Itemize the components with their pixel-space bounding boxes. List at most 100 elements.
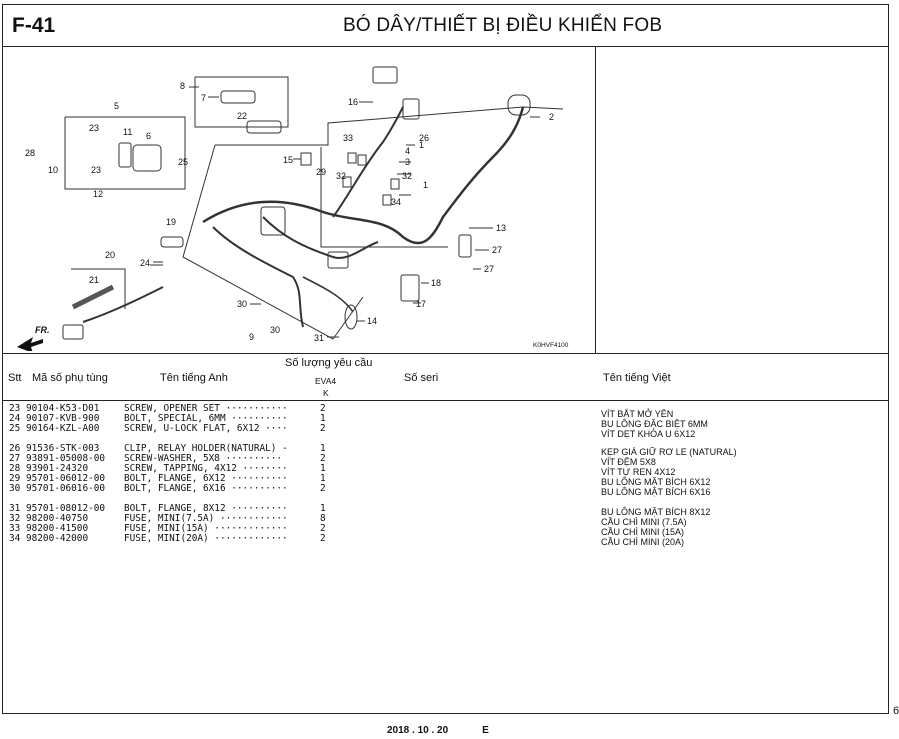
diagram-blank-panel [596, 47, 888, 353]
callout-24: 24 [140, 258, 150, 268]
row-vi: VÍT BẮT MỞ YÊN [601, 409, 674, 419]
row-qty: 8 [320, 513, 326, 524]
section-code: F-41 [12, 14, 56, 37]
callout-20: 20 [105, 250, 115, 260]
front-mark: FR. [35, 325, 50, 335]
row-en: BOLT, FLANGE, 8X12 ·········· [124, 503, 288, 514]
row-stt: 34 [9, 533, 21, 544]
row-en: SCREW, OPENER SET ··········· [124, 403, 288, 414]
row-part: 90107-KVB-900 [26, 413, 100, 424]
callout-1: 1 [419, 140, 424, 150]
col-serial: Số seri [404, 372, 439, 384]
callout-15: 15 [283, 155, 293, 165]
table-row: 24 90107-KVB-900 BOLT, SPECIAL, 6MM ······… [3, 413, 888, 430]
row-vi: BU LÔNG MẶT BÍCH 6X16 [601, 487, 711, 497]
row-part: 95701-06012-00 [26, 473, 106, 484]
row-en: FUSE, MINI(20A) ············· [124, 533, 288, 544]
page-frame: F-41 BÓ DÂY/THIẾT BỊ ĐIỀU KHIỂN FOB [2, 4, 889, 714]
exploded-view-drawing: FR. 1 1 2 3 4 5 6 7 8 9 10 11 12 13 14 1… [17, 66, 569, 353]
row-vi: BU LÔNG MẶT BÍCH 8X12 [601, 507, 711, 517]
row-en: SCREW, TAPPING, 4X12 ········ [124, 463, 288, 474]
row-stt: 31 [9, 503, 21, 514]
callout-19: 19 [166, 217, 176, 227]
row-stt: 29 [9, 473, 21, 484]
callout-8: 8 [180, 81, 185, 91]
callout-28: 28 [25, 148, 35, 158]
row-vi: CẦU CHÌ MINI (15A) [601, 527, 685, 537]
callout-33: 33 [343, 133, 353, 143]
callout-32: 32 [402, 171, 412, 181]
callout-22: 22 [237, 111, 247, 121]
callout-27: 27 [492, 245, 502, 255]
callout-23: 23 [91, 165, 101, 175]
callout-31: 31 [314, 333, 324, 343]
callout-32: 32 [336, 171, 346, 181]
diagram-ref-code: K0HVF4100 [533, 342, 569, 349]
col-qty: Số lượng yêu cầu [285, 357, 373, 369]
callout-18: 18 [431, 278, 441, 288]
row-part: 90104-K53-D01 [26, 403, 100, 414]
row-stt: 26 [9, 443, 21, 454]
row-vi: BU LÔNG ĐẶC BIỆT 6MM [601, 419, 708, 429]
row-vi: CẦU CHÌ MINI (20A) [601, 537, 685, 547]
callout-16: 16 [348, 97, 358, 107]
col-qty-sub: K [323, 388, 329, 398]
col-part-no: Mã số phụ tùng [32, 372, 108, 384]
row-vi: KẸP GIÁ GIỮ RƠ LE (NATURAL) [601, 447, 737, 457]
callout-13: 13 [496, 223, 506, 233]
row-stt: 28 [9, 463, 21, 474]
callout-14: 14 [367, 316, 377, 326]
row-qty: 1 [320, 413, 326, 424]
row-vi: VÍT TỰ REN 4X12 [601, 467, 676, 477]
row-vi: BU LÔNG MẶT BÍCH 6X12 [601, 477, 711, 487]
row-en: BOLT, SPECIAL, 6MM ·········· [124, 413, 288, 424]
row-en: CLIP, RELAY HOLDER(NATURAL) - [124, 443, 288, 454]
callout-6: 6 [146, 131, 151, 141]
parts-diagram: FR. 1 1 2 3 4 5 6 7 8 9 10 11 12 13 14 1… [3, 47, 596, 353]
row-en: FUSE, MINI(15A) ············· [124, 523, 288, 534]
col-qty-model: EVA4 [315, 376, 337, 386]
callout-9: 9 [249, 332, 254, 342]
row-en: BOLT, FLANGE, 6X12 ·········· [124, 473, 288, 484]
row-vi: VÍT ĐỆM 5X8 [601, 457, 656, 467]
row-stt: 23 [9, 403, 21, 414]
callout-1: 1 [423, 180, 428, 190]
row-part: 90164-KZL-A00 [26, 423, 100, 434]
row-stt: 32 [9, 513, 21, 524]
callout-labels: 1 1 2 3 4 5 6 7 8 9 10 11 12 13 14 15 16… [25, 81, 554, 343]
callout-12: 12 [93, 189, 103, 199]
row-qty: 2 [320, 533, 326, 544]
table-header: Stt Mã số phụ tùng Tên tiếng Anh Số lượn… [3, 353, 888, 401]
row-qty: 1 [320, 463, 326, 474]
footer: 2018 . 10 . 20 E [387, 725, 489, 736]
row-vi: VÍT DẸT KHÓA U 6X12 [601, 429, 696, 439]
callout-3: 3 [405, 157, 410, 167]
footer-edition: E [482, 725, 489, 736]
callout-4: 4 [405, 146, 410, 156]
callout-23: 23 [89, 123, 99, 133]
col-stt: Stt [8, 372, 22, 384]
row-part: 91536-STK-003 [26, 443, 100, 454]
row-part: 95701-06016-00 [26, 483, 106, 494]
row-qty: 1 [320, 443, 326, 454]
callout-30: 30 [237, 299, 247, 309]
footer-date: 2018 . 10 . 20 [387, 725, 449, 736]
row-stt: 27 [9, 453, 21, 464]
row-qty: 2 [320, 453, 326, 464]
callout-25: 25 [178, 157, 188, 167]
header-bar: F-41 BÓ DÂY/THIẾT BỊ ĐIỀU KHIỂN FOB [3, 5, 888, 47]
callout-30: 30 [270, 325, 280, 335]
row-part: 95701-08012-00 [26, 503, 106, 514]
row-en: SCREW, U-LOCK FLAT, 6X12 ···· [124, 423, 288, 434]
callout-5: 5 [114, 101, 119, 111]
row-stt: 24 [9, 413, 21, 424]
callout-26: 26 [419, 133, 429, 143]
callout-27: 27 [484, 264, 494, 274]
row-stt: 33 [9, 523, 21, 534]
row-en: SCREW-WASHER, 5X8 ·········· [124, 453, 283, 464]
